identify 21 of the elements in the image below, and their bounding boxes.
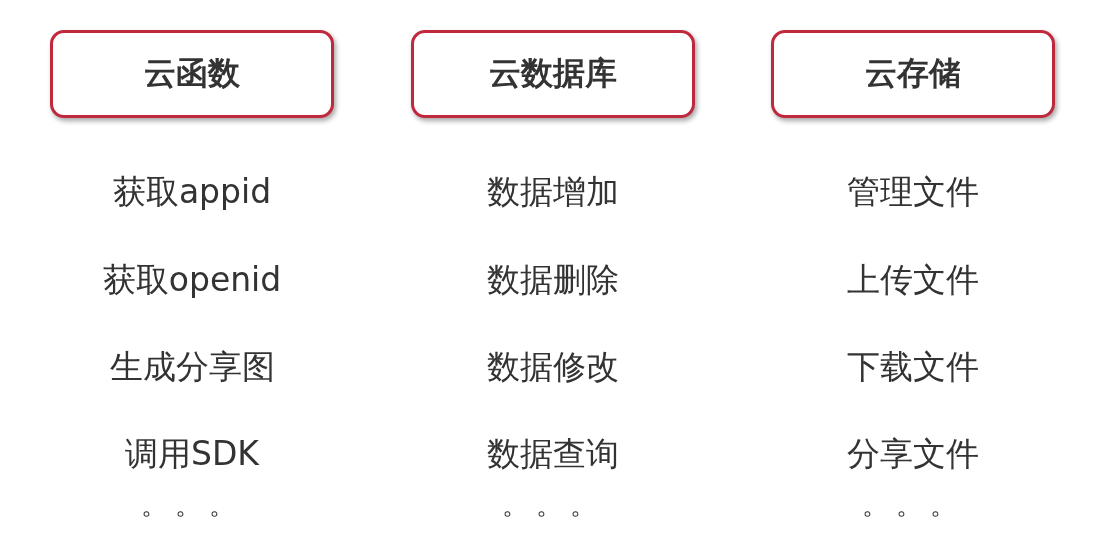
heading-box	[771, 30, 1055, 118]
item-text: 数据修改	[486, 346, 620, 388]
heading-box	[411, 30, 695, 118]
item-text: 获取appid	[111, 171, 273, 213]
heading-text: 云数据库	[489, 53, 617, 94]
item-text: 分享文件	[846, 433, 980, 475]
ellipsis-text: 。。。	[140, 489, 244, 522]
item-text: 生成分享图	[108, 346, 276, 388]
heading-box	[50, 30, 334, 118]
ellipsis-text: 。。。	[501, 489, 605, 522]
item-text: 调用SDK	[124, 433, 261, 475]
item-text: 数据增加	[486, 171, 620, 213]
item-text: 获取openid	[101, 259, 283, 301]
heading-text: 云函数	[144, 53, 240, 94]
item-text: 数据查询	[486, 433, 620, 475]
item-text: 数据删除	[486, 259, 620, 301]
item-text: 下载文件	[846, 346, 980, 388]
item-text: 管理文件	[846, 171, 980, 213]
ellipsis-text: 。。。	[861, 489, 965, 522]
heading-text: 云存储	[865, 53, 961, 94]
item-text: 上传文件	[846, 259, 980, 301]
